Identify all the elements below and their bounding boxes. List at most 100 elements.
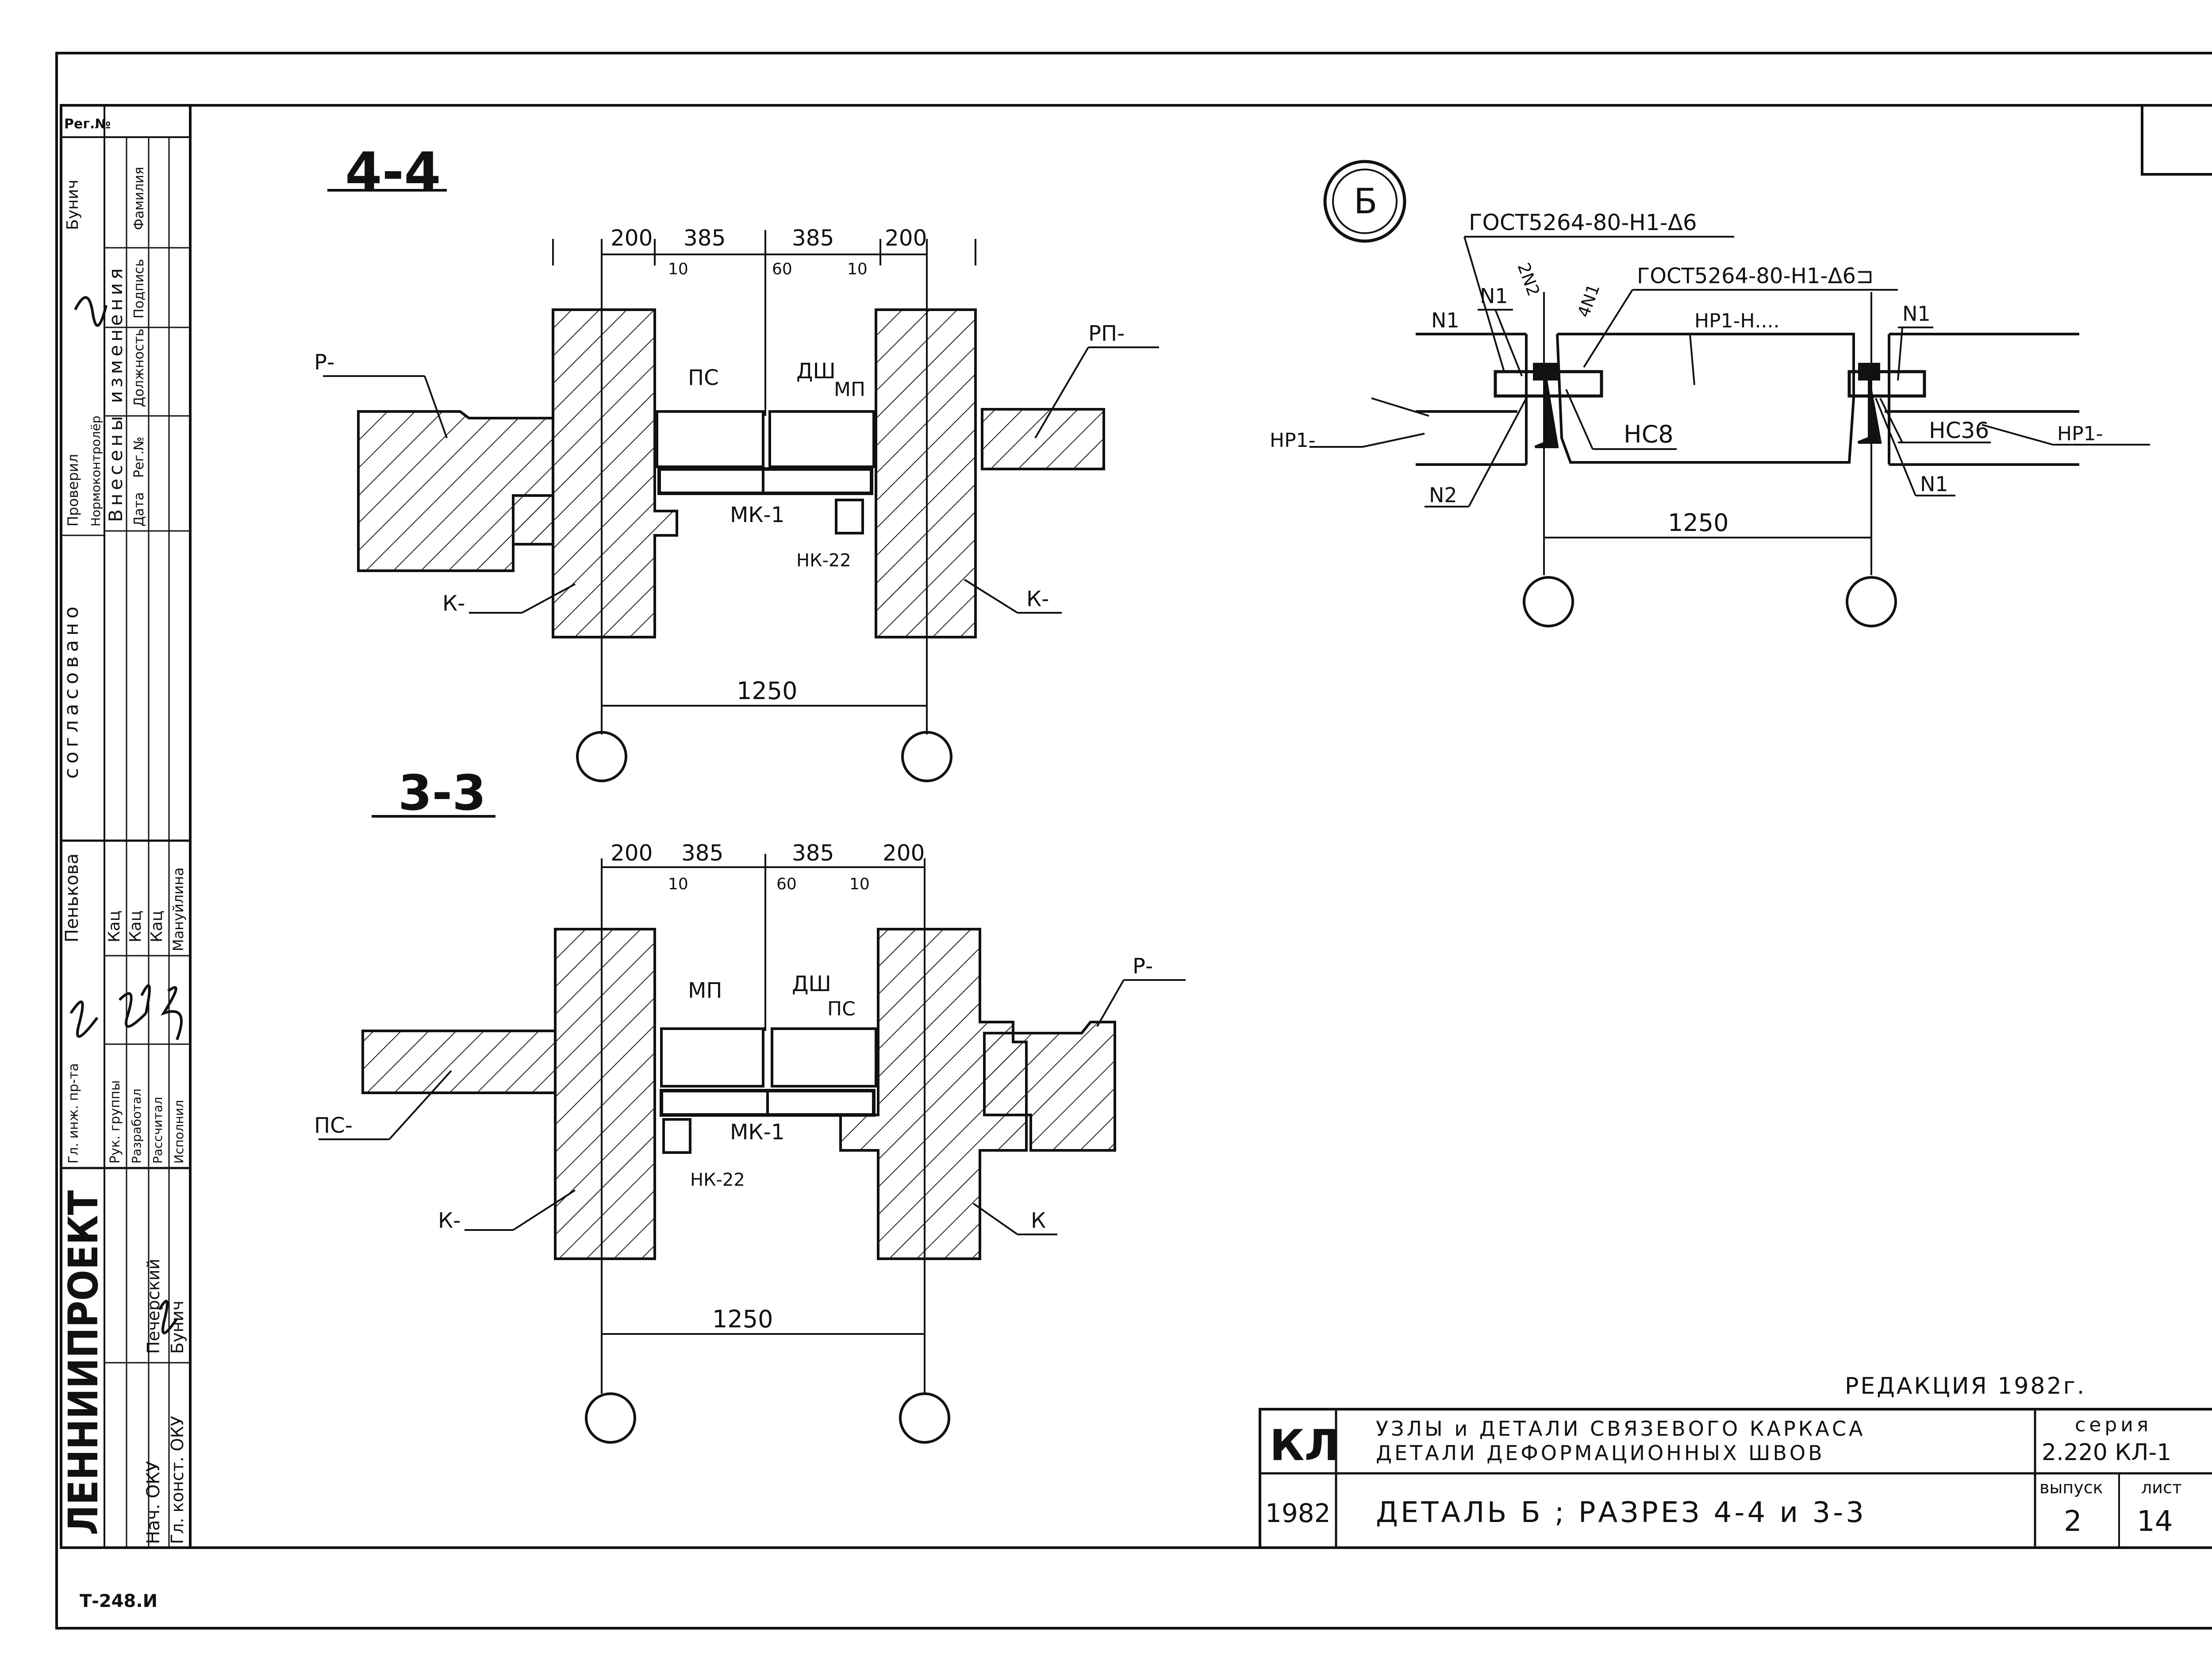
dim-1250-33: 1250 <box>712 1305 773 1333</box>
label-nc36: НС36 <box>1929 418 1989 443</box>
label-k-right: К- <box>1026 587 1049 611</box>
label-dsh-33: ДШ <box>792 972 831 996</box>
document-year: 1982 <box>1265 1498 1331 1528</box>
axis-bubble-left <box>576 731 627 782</box>
slab-right <box>981 408 1105 470</box>
dim-385-right: 385 <box>792 225 834 251</box>
corner-box <box>2141 104 2212 176</box>
label-n1-mid: N1 <box>1480 284 1508 308</box>
gost-label-2: ГОСТ5264-80-Н1-Δ6⊐ <box>1637 264 1874 288</box>
head-oku: Нач. ОКУ <box>143 1461 164 1544</box>
detail-b-marker <box>1323 160 1406 243</box>
label-ps: ПС <box>688 365 719 390</box>
series-value: 2.220 КЛ-1 <box>2042 1439 2171 1466</box>
detail-b-letter: Б <box>1354 182 1378 222</box>
dim-385-right-33: 385 <box>792 840 834 866</box>
section-4-4: 4-4 200 385 385 200 10 60 10 <box>314 142 1159 782</box>
label-mp-33: МП <box>688 978 722 1003</box>
bolt-stem-left <box>1534 380 1559 448</box>
dim-200-right: 200 <box>885 225 927 251</box>
head-const-oku: Гл. конст. ОКУ <box>168 1416 187 1544</box>
label-n1-left: N1 <box>1431 308 1459 332</box>
label-k-left-33: К- <box>438 1208 461 1233</box>
detail-b: Б ГОСТ5264-80-Н1-Δ6 ГОСТ5264-80-Н1-Δ6⊐ 2… <box>1270 160 2150 627</box>
slab-left <box>357 410 554 572</box>
axis-bubble-right-b <box>1846 576 1897 627</box>
label-k-right-33: К <box>1031 1208 1046 1233</box>
bolt-head-left <box>1533 363 1559 381</box>
label-rp: РП- <box>1088 321 1125 346</box>
role-group-head: Рук. группы <box>108 1080 123 1164</box>
panel-mp <box>768 410 875 468</box>
sheet-title: ДЕТАЛЬ Б ; РАЗРЕЗ 4-4 и 3-3 <box>1376 1496 1866 1529</box>
name-chief-engineer: Пенькова <box>62 853 82 942</box>
dim-10-right: 10 <box>847 260 868 278</box>
slab-right-33 <box>983 1021 1116 1152</box>
bolt-stem-right <box>1857 380 1882 444</box>
dim-200-left: 200 <box>611 225 653 251</box>
side-stamp <box>60 104 192 1549</box>
changes-header: Внесены изменения <box>105 265 127 523</box>
panel-ps <box>656 410 764 468</box>
name-calculated: Кац <box>148 911 166 942</box>
panel-mp-33 <box>660 1027 764 1088</box>
label-nk22: НК-22 <box>796 550 851 571</box>
element-nk22-33 <box>662 1118 691 1154</box>
issue-label: выпуск <box>2039 1478 2103 1497</box>
label-n1-right: N1 <box>1902 302 1931 326</box>
dim-200-right-33: 200 <box>883 840 925 866</box>
label-hp-right: НР1- <box>2057 423 2103 445</box>
weld-4n1: 4Ν1 <box>1574 281 1604 320</box>
label-mk1-33: МК-1 <box>730 1120 784 1145</box>
axis-bubble-right <box>901 731 952 782</box>
panel-ps-33 <box>771 1027 877 1088</box>
reg-number-label: Рег.№ <box>64 116 111 132</box>
label-n2: N2 <box>1429 483 1457 507</box>
label-p: Р- <box>314 350 334 375</box>
dim-1250-b: 1250 <box>1668 509 1728 537</box>
beam-mk1 <box>657 467 873 495</box>
title-line-2: ДЕТАЛИ ДЕФОРМАЦИОННЫХ ШВОВ <box>1376 1441 1825 1465</box>
dim-200-left-33: 200 <box>611 840 653 866</box>
label-dsh: ДШ <box>796 359 836 384</box>
changes-col-date: Дата <box>131 492 147 527</box>
section-3-3: 3-3 200 385 385 200 10 60 10 1250 МП ДШ … <box>314 765 1186 1444</box>
signature-scribbles <box>69 296 183 1334</box>
series-label: серия <box>2075 1414 2152 1436</box>
dim-10-left: 10 <box>668 260 688 278</box>
sheet-value: 14 <box>2137 1505 2173 1538</box>
role-chief-engineer: Гл. инж. пр-та <box>66 1063 81 1164</box>
changes-col-signature: Подпись <box>131 259 147 319</box>
label-mk1: МК-1 <box>730 503 784 527</box>
role-developed: Разработал <box>129 1088 144 1164</box>
dim-10-right-33: 10 <box>849 875 870 893</box>
dim-385-left: 385 <box>684 225 726 251</box>
axis-bubble-left-b <box>1523 576 1574 627</box>
dim-60: 60 <box>772 260 792 278</box>
bolt-head-right <box>1858 363 1880 381</box>
edition-label: РЕДАКЦИЯ 1982г. <box>1845 1373 2086 1399</box>
changes-col-reg: Рег.№ <box>131 437 147 478</box>
weld-2n2: 2Ν2 <box>1514 260 1544 299</box>
changes-col-position: Должность <box>131 328 147 407</box>
label-mp: МП <box>834 378 865 401</box>
title-line-1: УЗЛЫ и ДЕТАЛИ СВЯЗЕВОГО КАРКАСА <box>1376 1417 1865 1441</box>
changes-col-surname: Фамилия <box>131 167 147 230</box>
dim-385-left-33: 385 <box>681 840 723 866</box>
document-code: КЛ <box>1270 1421 1340 1470</box>
role-calculated: Рассчитал <box>150 1097 165 1164</box>
dim-60-33: 60 <box>776 875 797 893</box>
label-hp-mid: НР1-Н.... <box>1694 310 1780 332</box>
slab-left-33 <box>361 1030 557 1094</box>
checked-label: Проверил <box>65 454 81 527</box>
channel-right <box>1847 370 1926 398</box>
name-developed: Кац <box>127 911 145 942</box>
footer-code: Т-248.И <box>80 1591 157 1611</box>
norm-control-label: Нормоконтролёр <box>88 415 103 527</box>
dim-1250: 1250 <box>737 677 797 705</box>
section-4-4-title: 4-4 <box>345 142 441 203</box>
institute-name: ЛЕННИИПРОЕКТ <box>60 1190 107 1535</box>
section-3-3-title: 3-3 <box>398 765 486 821</box>
checked-name: Бунич <box>64 180 82 230</box>
